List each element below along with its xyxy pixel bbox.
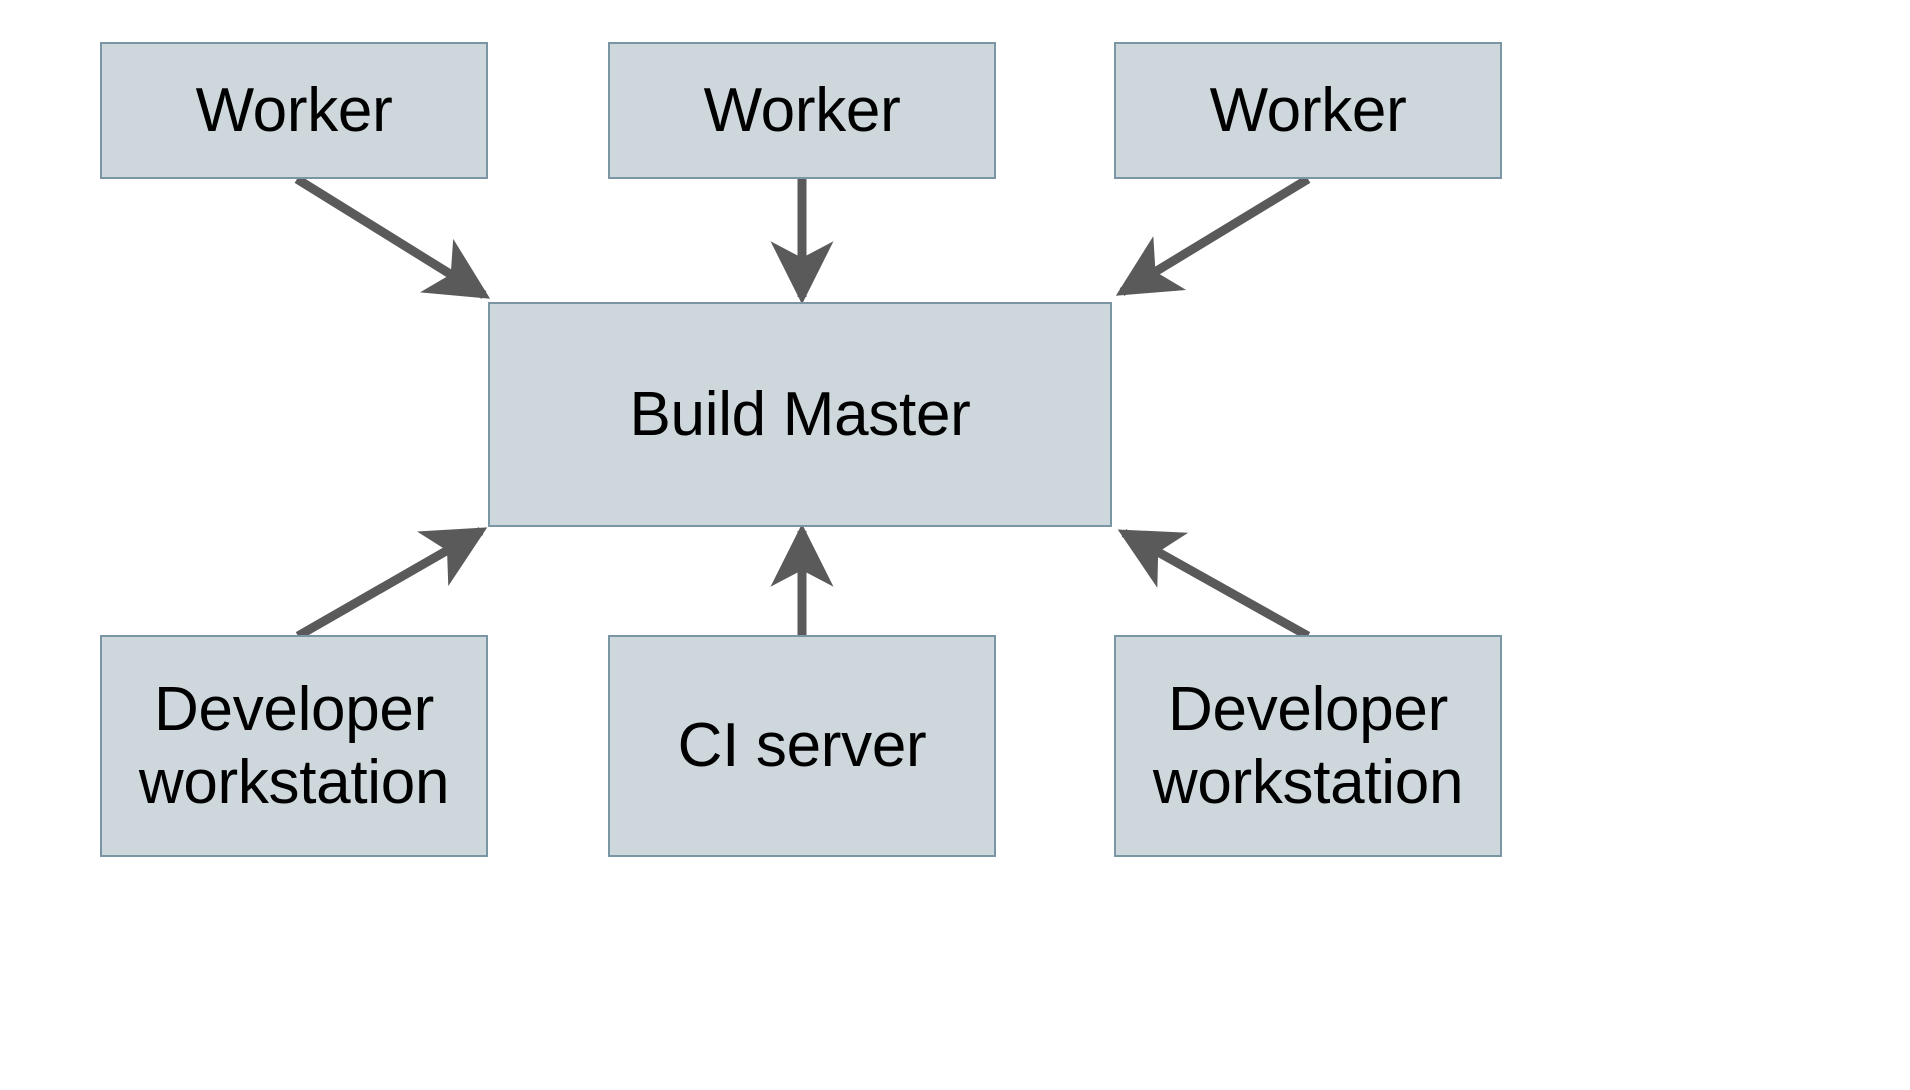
node-worker-right[interactable]: Worker — [1114, 42, 1502, 179]
node-label: Worker — [1209, 75, 1407, 145]
node-label: Build Master — [629, 379, 971, 449]
node-label: Worker — [703, 75, 901, 145]
node-label: Developer workstation — [138, 674, 450, 817]
edge-dev-right-to-master — [1117, 529, 1311, 640]
node-developer-workstation-right[interactable]: Developer workstation — [1114, 635, 1502, 857]
node-ci-server[interactable]: CI server — [608, 635, 996, 857]
node-label: Developer workstation — [1152, 674, 1464, 817]
node-worker-left[interactable]: Worker — [100, 42, 488, 179]
node-developer-workstation-left[interactable]: Developer workstation — [100, 635, 488, 857]
node-build-master[interactable]: Build Master — [488, 302, 1112, 527]
edge-dev-left-to-master — [295, 527, 488, 640]
edge-worker-right-to-master — [1115, 175, 1311, 296]
node-label: CI server — [677, 711, 927, 781]
node-worker-center[interactable]: Worker — [608, 42, 996, 179]
edge-worker-left-to-master — [294, 175, 491, 299]
node-label: Worker — [195, 75, 393, 145]
